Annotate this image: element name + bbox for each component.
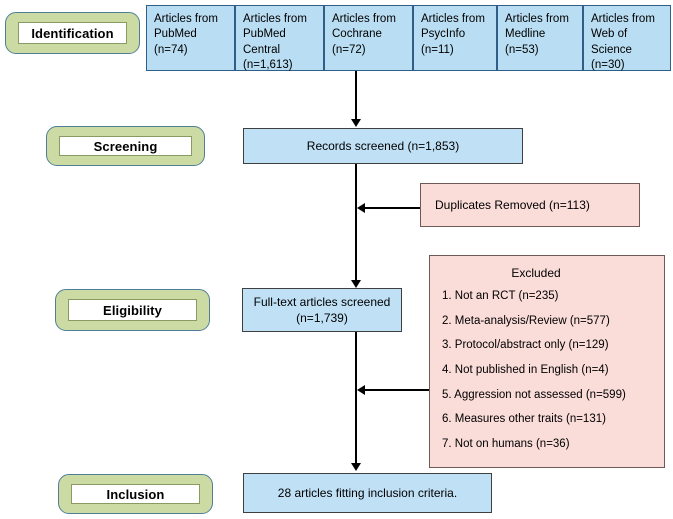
fulltext-line-2: (n=1,739): [296, 311, 348, 325]
source-line-1: Articles from: [591, 13, 655, 25]
source-box-medline: Articles from Medline (n=53): [497, 5, 583, 71]
excluded-box: Excluded 1. Not an RCT (n=235) 2. Meta-a…: [429, 255, 665, 468]
arrowhead-fulltext-to-included: [351, 463, 361, 471]
fulltext-line-1: Full-text articles screened: [253, 294, 391, 309]
excluded-reason-item: 6. Measures other traits (n=131): [442, 413, 606, 426]
source-line-1: Articles from: [421, 13, 485, 25]
source-line-2: Medline: [505, 28, 546, 41]
source-box-web-of-science: Articles from Web of Science (n=30): [583, 5, 671, 71]
included-articles-box: 28 articles fitting inclusion criteria.: [243, 473, 492, 513]
stage-pill-inner: Identification: [18, 22, 127, 44]
source-line-2: PsycInfo: [421, 28, 466, 41]
connector-sources-to-screened: [355, 71, 357, 121]
fulltext-screened-box: Full-text articles screened (n=1,739): [242, 288, 402, 332]
connector-fulltext-to-included: [355, 332, 357, 465]
duplicates-removed-label: Duplicates Removed (n=113): [435, 198, 590, 212]
excluded-reason-item: 7. Not on humans (n=36): [442, 437, 570, 450]
arrowhead-screened-to-fulltext: [351, 280, 361, 288]
arrowhead-excluded: [357, 385, 365, 395]
stage-pill-inclusion: Inclusion: [58, 474, 213, 514]
stage-label-eligibility: Eligibility: [103, 302, 162, 318]
records-screened-box: Records screened (n=1,853): [243, 128, 523, 164]
connector-excluded-to-stream: [364, 389, 430, 391]
stage-label-screening: Screening: [93, 138, 158, 154]
source-line-2: Web of: [591, 28, 628, 41]
excluded-reason-list: 1. Not an RCT (n=235) 2. Meta-analysis/R…: [442, 290, 654, 450]
stage-label-inclusion: Inclusion: [106, 486, 165, 502]
connector-duplicates-to-stream: [364, 207, 420, 209]
source-line-2: PubMed Central: [243, 28, 286, 56]
source-count: (n=11): [421, 43, 454, 56]
records-screened-label: Records screened (n=1,853): [306, 138, 460, 153]
source-line-1: Articles from: [243, 13, 307, 25]
source-count: Science (n=30): [591, 43, 632, 71]
source-box-cochrane: Articles from Cochrane (n=72): [324, 5, 413, 71]
connector-screened-to-fulltext: [355, 164, 357, 282]
stage-pill-identification: Identification: [5, 12, 140, 54]
excluded-reason-item: 3. Protocol/abstract only (n=129): [442, 339, 609, 352]
source-count: (n=53): [505, 43, 539, 56]
source-line-1: Articles from: [154, 13, 218, 25]
stage-label-identification: Identification: [31, 25, 114, 41]
duplicates-removed-box: Duplicates Removed (n=113): [420, 183, 640, 227]
stage-pill-eligibility: Eligibility: [55, 289, 210, 331]
source-line-2: PubMed: [154, 28, 197, 41]
excluded-title: Excluded: [511, 266, 561, 280]
source-line-1: Articles from: [332, 13, 396, 25]
source-count: (n=1,613): [243, 58, 293, 71]
stage-pill-screening: Screening: [46, 126, 205, 166]
source-box-pubmed-central: Articles from PubMed Central (n=1,613): [235, 5, 324, 71]
source-line-2: Cochrane: [332, 28, 382, 41]
included-articles-label: 28 articles fitting inclusion criteria.: [277, 485, 458, 500]
excluded-reason-item: 1. Not an RCT (n=235): [442, 290, 559, 302]
stage-pill-inner: Inclusion: [71, 484, 200, 504]
source-line-1: Articles from: [505, 13, 569, 25]
excluded-reason-item: 4. Not published in English (n=4): [442, 363, 609, 376]
arrowhead-sources-to-screened: [351, 119, 361, 127]
arrowhead-duplicates: [357, 203, 365, 213]
source-box-psycinfo: Articles from PsycInfo (n=11): [413, 5, 497, 71]
source-count: (n=74): [154, 43, 188, 56]
stage-pill-inner: Screening: [59, 136, 192, 156]
stage-pill-inner: Eligibility: [68, 299, 197, 321]
source-count: (n=72): [332, 43, 366, 56]
excluded-reason-item: 2. Meta-analysis/Review (n=577): [442, 314, 610, 327]
excluded-reason-item: 5. Aggression not assessed (n=599): [442, 388, 626, 401]
source-box-pubmed: Articles from PubMed (n=74): [146, 5, 235, 71]
